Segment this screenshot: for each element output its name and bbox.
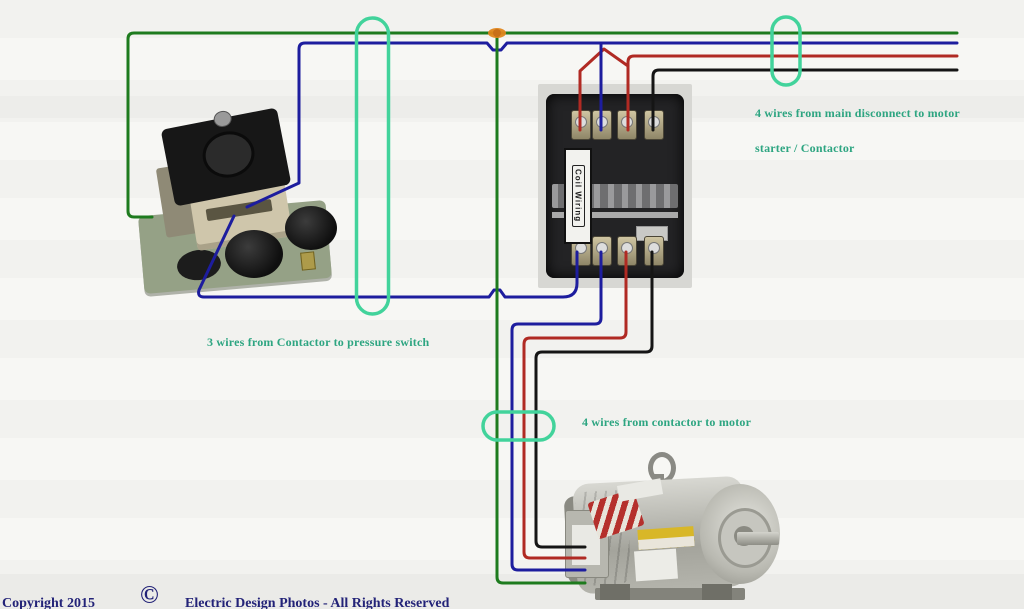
callout-pressure-switch: 3 wires from Contactor to pressure switc… [207,335,430,349]
wire-red-jumper [578,47,630,132]
wire-green-main [126,31,959,219]
wire-red-load [522,250,628,560]
contactor-photo: Coil Wiring [538,84,692,288]
contactor-silver-band [552,212,678,218]
wire-red-main [626,54,959,132]
contactor-coil-wiring-label-text: Coil Wiring [571,165,585,227]
pressure-switch-diaphragm-left [225,230,283,278]
pressure-switch-diaphragm-right [285,206,337,250]
pressure-switch-photo [133,107,337,296]
contactor-coil-wiring-label: Coil Wiring [564,148,592,244]
callout-main-disconnect-line2: starter / Contactor [755,141,855,155]
wire-blue-main [245,41,959,209]
callout-oval-switch-wires [354,16,391,316]
motor-foot [600,584,630,600]
motor-photo [552,452,790,604]
footer-copyright: Copyright 2015 [2,596,95,609]
callout-oval-main-disconnect-wires [770,15,802,87]
copyright-symbol: © [140,582,159,609]
callout-motor: 4 wires from contactor to motor [582,415,752,429]
wire-green-branch-to-motor [495,31,587,585]
footer-credit: Electric Design Photos - All Rights Rese… [185,596,450,609]
contactor-load-terminal-4 [644,236,664,266]
motor-foot [702,584,732,600]
footer-band [0,574,1024,609]
motor-lifting-eye-stem [654,474,664,482]
wire-blue-load [510,250,603,572]
callout-main-disconnect-line1: 4 wires from main disconnect to motor [755,106,960,120]
junction-marker [488,28,506,38]
wire-black-main [651,68,959,132]
motor-shaft [737,532,779,545]
callout-main-disconnect: 4 wires from main disconnect to motor st… [755,106,960,156]
wire-black-load [534,250,654,549]
callout-oval-motor-wires [481,410,556,442]
